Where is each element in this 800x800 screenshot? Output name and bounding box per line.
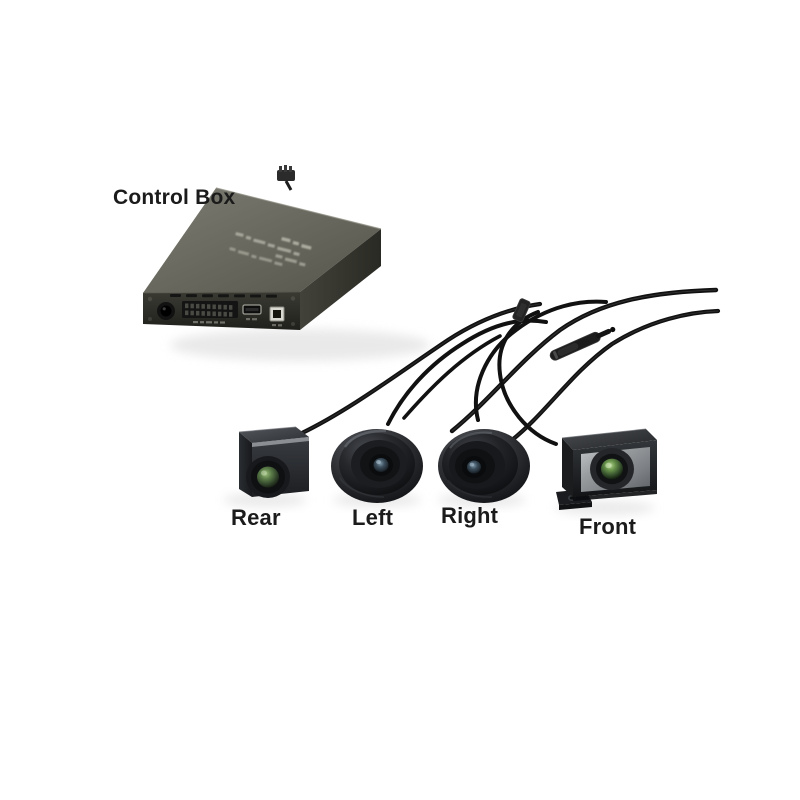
usb-port [242, 304, 262, 315]
vent-slots [169, 293, 277, 298]
av-label [272, 324, 282, 327]
av-jack [269, 306, 285, 322]
camera-left-label: Left [352, 505, 394, 530]
cable-crossing-strand [402, 334, 502, 420]
camera-rear-lens [246, 456, 290, 498]
power-jack [157, 302, 175, 320]
control-box-side-face [300, 229, 381, 330]
camera-front [555, 428, 657, 515]
control-box-shadow [170, 329, 430, 361]
camera-front-left-face [562, 438, 573, 497]
top-harness-connector [277, 165, 295, 191]
control-box [142, 165, 430, 361]
cable-upper-main [449, 287, 719, 434]
barrel-connector [549, 326, 616, 361]
camera-rear-shadow [223, 493, 307, 507]
camera-right-label: Right [441, 503, 499, 528]
camera-rear [223, 426, 309, 507]
usb-label [246, 318, 257, 321]
cable-front [497, 310, 558, 446]
cable-clip [512, 298, 531, 323]
camera-left [331, 429, 423, 507]
camera-front-top [562, 429, 657, 450]
cable-right [473, 299, 608, 422]
camera-front-lens [601, 458, 623, 480]
control-box-label: Control Box [113, 186, 236, 209]
camera-rear-label: Rear [231, 505, 281, 530]
cable-harness [297, 287, 721, 446]
multi-pin-connector [182, 301, 238, 318]
camera-left-lens [369, 454, 393, 476]
camera-rear-top [239, 427, 309, 443]
panel-silkscreen [193, 321, 225, 324]
camera-front-label: Front [579, 514, 637, 539]
camera-right [438, 429, 530, 507]
camera-right-lens [462, 456, 486, 478]
control-box-engraving [229, 232, 312, 267]
